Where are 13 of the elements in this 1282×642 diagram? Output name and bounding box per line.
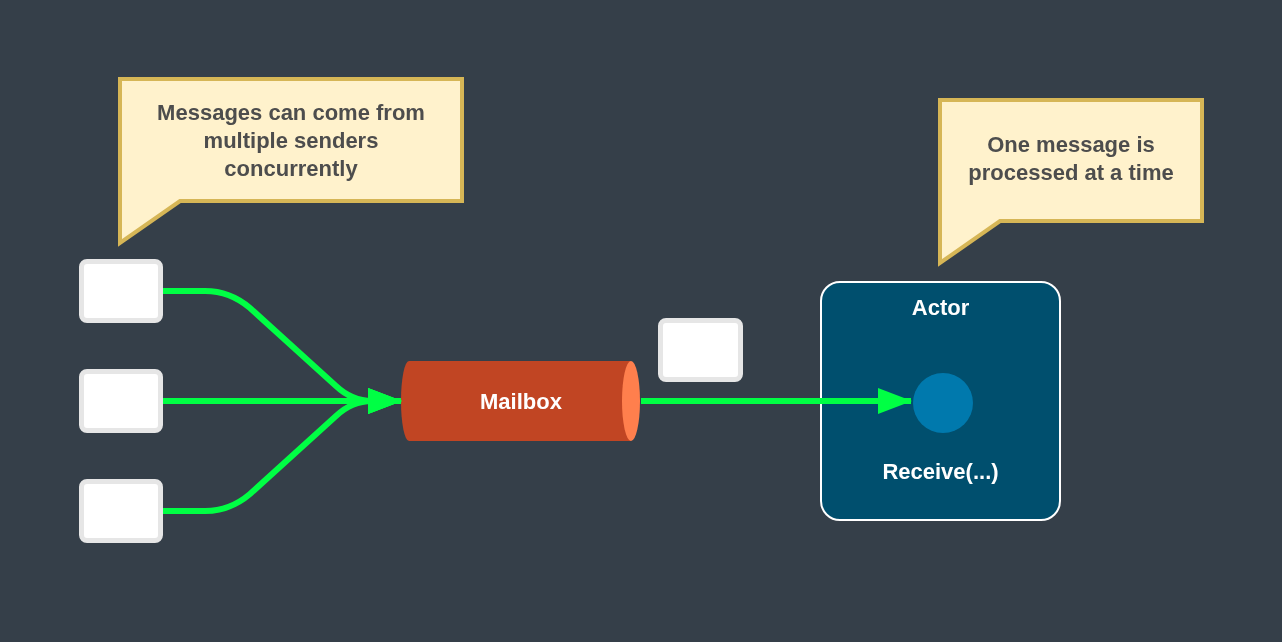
receive-circle	[913, 373, 973, 433]
arrow	[163, 388, 402, 514]
mailbox-label: Mailbox	[479, 389, 563, 415]
arrow	[641, 388, 912, 414]
actor-box	[820, 281, 1061, 521]
callout-text: Messages can come from multiple senders concurrently	[156, 99, 426, 183]
message-box	[79, 369, 163, 433]
actor-title: Actor	[910, 295, 971, 321]
receive-label: Receive(...)	[881, 459, 1000, 485]
message-box	[79, 259, 163, 323]
message-box	[79, 479, 163, 543]
callout-text: One message is processed at a time	[967, 131, 1175, 187]
message-box	[658, 318, 743, 382]
